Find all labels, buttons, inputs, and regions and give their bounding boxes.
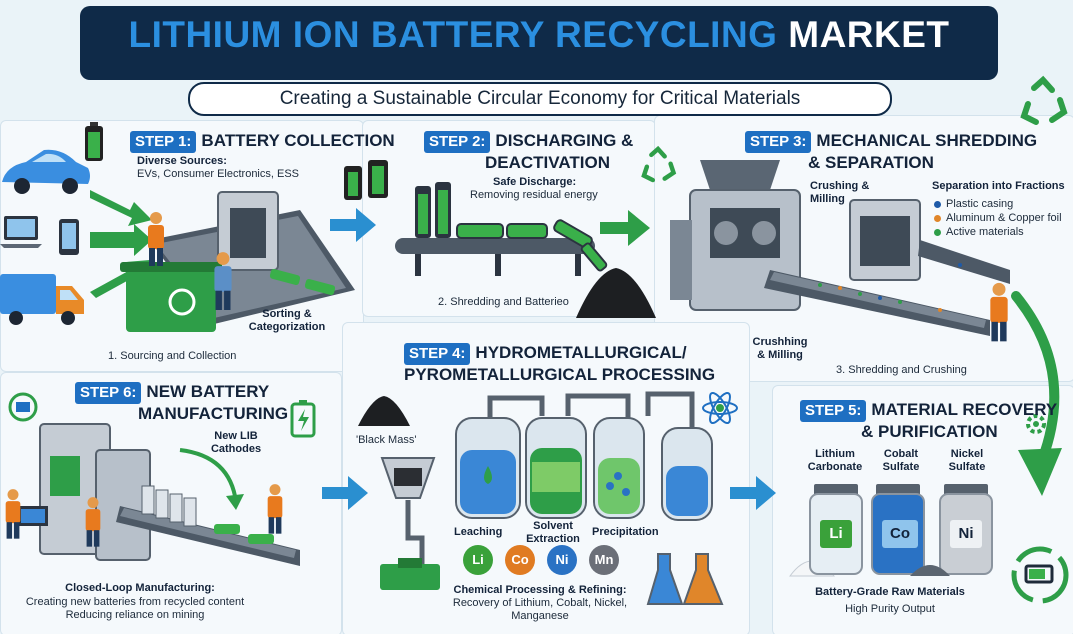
step2-tag: STEP 2: (424, 131, 491, 153)
step3-heading: STEP 3:MECHANICAL SHREDDING& SEPARATION (745, 131, 1037, 173)
black-mass-pile (358, 396, 410, 426)
arrow-2-3 (600, 210, 650, 246)
shredder-machine (670, 160, 1010, 336)
step3-tag: STEP 3: (745, 131, 812, 153)
step4-heading: STEP 4:HYDROMETALLURGICAL/PYROMETALLURGI… (404, 343, 716, 384)
crushing2-label: Crushhing& Milling (752, 336, 808, 361)
discharge-text: Removing residual energy (470, 189, 598, 201)
jar-symbol-li: Li (820, 520, 852, 548)
discharge-conveyor (395, 182, 608, 276)
battery-icon (290, 400, 316, 438)
raw-materials-text: High Purity Output (845, 603, 935, 615)
worker-icon (267, 484, 283, 534)
refining-text: Recovery of Lithium, Cobalt, Nickel,Mang… (452, 597, 628, 622)
atom-icon (702, 391, 738, 425)
fraction-item: Active materials (934, 226, 1024, 239)
arrow-6-4 (322, 476, 368, 510)
recycle-icon (641, 145, 677, 183)
worker-icon (148, 212, 164, 266)
element-li: Li (463, 545, 493, 575)
worker-icon (5, 489, 21, 539)
arrow-4-5 (730, 476, 776, 510)
gear-icon (1026, 414, 1046, 434)
step1-tag: STEP 1: (130, 131, 197, 153)
title-highlight: MARKET (788, 14, 950, 55)
truck-icon (0, 274, 84, 325)
recycle-icon (1020, 75, 1068, 125)
precipitation-label: Precipitation (592, 526, 659, 538)
discharge-label: Safe Discharge: (493, 176, 577, 188)
closed-loop-text: Creating new batteries from recycled con… (25, 596, 245, 621)
jar-symbol-co: Co (882, 520, 918, 548)
element-mn: Mn (589, 545, 619, 575)
element-co: Co (505, 545, 535, 575)
arrow-1-2 (330, 208, 376, 242)
worker-icon (85, 497, 101, 547)
jar-symbol-ni: Ni (950, 520, 982, 548)
fraction-item: Plastic casing (934, 198, 1013, 211)
subtitle-banner (188, 82, 892, 116)
step6-tag: STEP 6: (75, 382, 142, 404)
laptop-icon (0, 216, 42, 248)
battery-icon (344, 160, 388, 200)
fraction-item: Aluminum & Copper foil (934, 212, 1062, 225)
leaching-label: Leaching (454, 526, 503, 538)
phone-icon (59, 219, 79, 255)
black-mass-pile (576, 268, 656, 318)
page-title: LITHIUM ION BATTERY RECYCLING MARKET (80, 14, 998, 56)
element-ni: Ni (547, 545, 577, 575)
flask-icon (646, 553, 724, 605)
page-subtitle: Creating a Sustainable Circular Economy … (279, 88, 801, 109)
sources-text: EVs, Consumer Electronics, ESS (137, 168, 300, 180)
battery-icon (85, 122, 103, 161)
crushing-label: Crushing &Milling (810, 180, 870, 205)
step1-heading: STEP 1:BATTERY COLLECTION (130, 131, 395, 153)
car-icon (2, 149, 90, 194)
hydromet-plant (380, 391, 713, 590)
raw-materials-label: Battery-Grade Raw Materials (815, 586, 965, 598)
fractions-title: Separation into Fractions (932, 180, 1065, 192)
sorting-conveyor (120, 191, 355, 332)
worker-icon (990, 282, 1008, 342)
sorting-label: Sorting &Categorization (248, 308, 326, 333)
step5-heading: STEP 5:MATERIAL RECOVERY& PURIFICATION (800, 400, 1057, 442)
step3-caption: 3. Shredding and Crushing (836, 364, 967, 376)
step1-caption: 1. Sourcing and Collection (108, 350, 237, 362)
title-main: LITHIUM ION BATTERY RECYCLING (128, 14, 778, 55)
title-banner (80, 6, 998, 80)
battery-icon (1011, 546, 1069, 604)
arrow-3-5 (1011, 291, 1062, 496)
worker-icon (214, 252, 232, 310)
step4-tag: STEP 4: (404, 343, 471, 365)
refining-label: Chemical Processing & Refining: (453, 584, 627, 596)
black-mass-label: 'Black Mass' (356, 434, 417, 446)
step1-name: BATTERY COLLECTION (201, 131, 395, 150)
closed-loop-label: Closed-Loop Manufacturing: (65, 582, 215, 594)
step5-tag: STEP 5: (800, 400, 867, 422)
battery-icon (8, 392, 38, 422)
step2-caption: 2. Shredding and Batterieo (438, 296, 569, 308)
sources-label: Diverse Sources: (137, 155, 227, 167)
step2-heading: STEP 2:DISCHARGING &DEACTIVATION (424, 131, 633, 173)
